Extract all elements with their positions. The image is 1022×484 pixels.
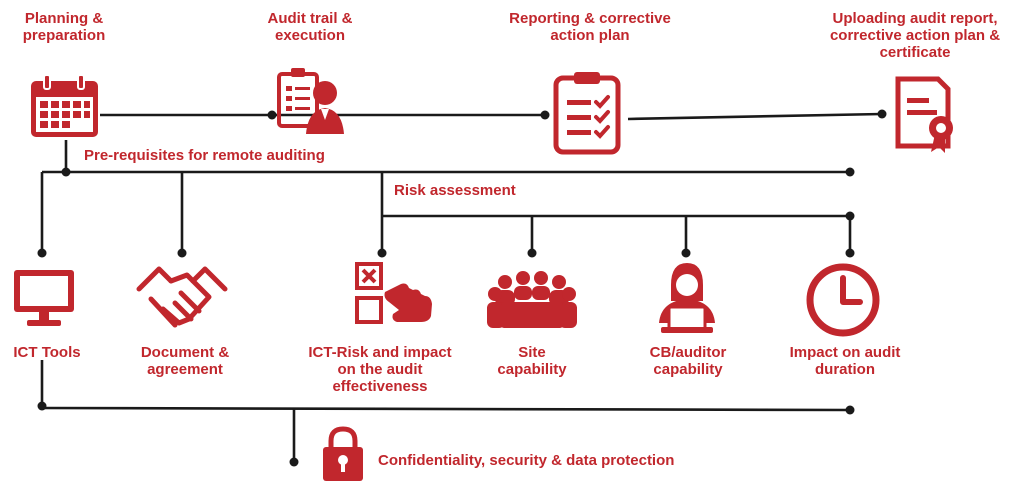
label-line: Reporting & corrective [509,10,671,27]
item-label-ict-risk: ICT-Risk and impact on the audit effecti… [290,344,470,395]
junction-dots [37,109,887,467]
junction-dot [845,211,855,221]
label-line: duration [815,361,875,378]
label-line: Document & [140,344,230,361]
label-line: ICT-Risk and impact [308,344,452,361]
clock-icon [806,263,880,337]
confidentiality-label: Confidentiality, security & data protect… [378,452,675,469]
connector-lines [40,112,883,462]
junction-dot [37,248,47,258]
monitor-icon [14,270,74,326]
padlock-icon [323,426,363,481]
item-label-document: Document & agreement [120,344,250,378]
label-line: effectiveness [332,378,428,395]
junction-dot [37,401,47,411]
item-label-ict-tools: ICT Tools [2,344,92,361]
calendar-icon [31,74,98,137]
junction-dot [681,248,691,258]
certificate-icon [895,76,953,153]
bottom-bus [41,406,851,412]
risk-assessment-label: Risk assessment [394,182,516,199]
step-label-reporting: Reporting & corrective action plan [480,10,700,44]
label-line: ICT Tools [13,344,81,361]
label-line: preparation [22,27,106,44]
label-line: corrective action plan & [829,27,1001,44]
junction-dot [845,167,855,177]
junction-dot [61,167,71,177]
item-label-duration: Impact on audit duration [770,344,920,378]
handshake-icon [136,266,228,328]
label-line: Audit trail & [267,10,353,27]
item-label-cb-auditor: CB/auditor capability [628,344,748,378]
label-line: Impact on audit [789,344,901,361]
junction-dot [527,248,537,258]
label-line: capability [497,361,567,378]
step-label-uploading: Uploading audit report, corrective actio… [812,10,1018,61]
meeting-group-icon [487,271,577,328]
timeline-line [627,112,883,121]
label-line: action plan [550,27,630,44]
label-line: Uploading audit report, [832,10,998,27]
junction-dot [877,109,887,119]
junction-dot [177,248,187,258]
auditor-laptop-icon [659,263,715,333]
label-line: agreement [147,361,223,378]
checkbox-hand-icon [355,262,432,324]
label-line: Site [518,344,546,361]
label-line: capability [653,361,723,378]
junction-dot [540,110,550,120]
step-label-planning: Planning & preparation [4,10,124,44]
label-line: execution [274,27,346,44]
junction-dot [845,405,855,415]
junction-dot [845,248,855,258]
junction-dot [267,110,277,120]
clipboard-checklist-icon [553,72,621,155]
label-line: on the audit [337,361,423,378]
label-line: Planning & [24,10,104,27]
junction-dot [289,457,299,467]
step-label-audit-trail: Audit trail & execution [250,10,370,44]
auditor-checklist-icon [277,68,344,134]
label-line: CB/auditor [649,344,727,361]
label-line: certificate [879,44,951,61]
prerequisites-label: Pre-requisites for remote auditing [84,147,325,164]
item-label-site: Site capability [480,344,584,378]
junction-dot [377,248,387,258]
